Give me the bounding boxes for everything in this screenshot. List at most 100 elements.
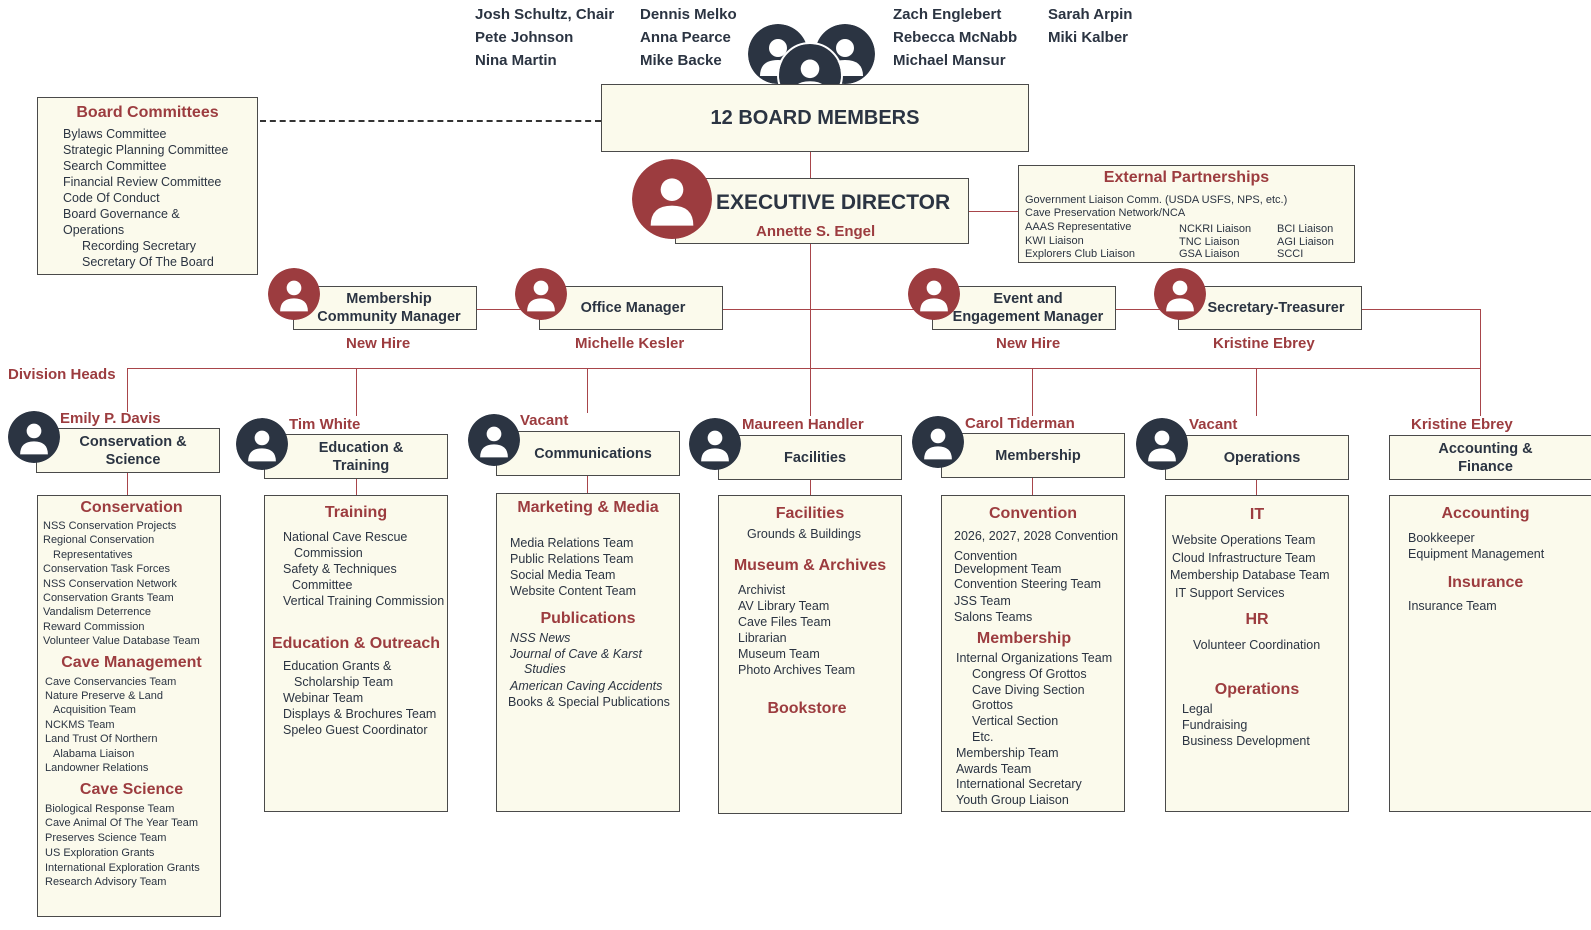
list-item: TNC Liaison bbox=[1179, 235, 1240, 248]
facilities-list: Facilities Grounds & Buildings Museum & … bbox=[718, 495, 902, 814]
list-item: Recording Secretary bbox=[82, 239, 196, 253]
staff-title: Office Manager bbox=[580, 300, 686, 316]
staff-person: New Hire bbox=[996, 335, 1061, 352]
division-heads-label: Division Heads bbox=[8, 366, 116, 383]
person-icon bbox=[236, 418, 288, 470]
division-title: Training bbox=[332, 457, 390, 474]
list-item: Cave Animal Of The Year Team bbox=[45, 817, 199, 830]
board-member-name: Rebecca McNabb bbox=[893, 29, 1018, 46]
communications-list: Marketing & Media Media Relations Team P… bbox=[496, 493, 680, 812]
board-member-name: Mike Backe bbox=[640, 52, 722, 69]
board-member-name: Pete Johnson bbox=[475, 29, 574, 46]
list-item: Etc. bbox=[972, 729, 994, 744]
list-item: NSS News bbox=[510, 631, 571, 645]
list-item: NCKRI Liaison bbox=[1179, 223, 1252, 235]
list-item: Photo Archives Team bbox=[738, 663, 856, 677]
list-item: Commission bbox=[294, 546, 363, 560]
list-item: Regional Conservation bbox=[43, 534, 155, 547]
list-item: Strategic Planning Committee bbox=[63, 143, 229, 157]
board-member-name: Miki Kalber bbox=[1048, 29, 1129, 46]
division-title: Science bbox=[105, 451, 161, 468]
list-item: Volunteer Coordination bbox=[1193, 638, 1321, 652]
list-item: 2026, 2027, 2028 Convention bbox=[954, 529, 1119, 543]
division-head-name: Vacant bbox=[1189, 416, 1238, 433]
list-item: Displays & Brochures Team bbox=[283, 707, 437, 721]
list-item: Webinar Team bbox=[283, 691, 364, 705]
board-member-name: Michael Mansur bbox=[893, 52, 1006, 69]
list-item: Acquisition Team bbox=[53, 704, 136, 717]
division-box: Conservation & Science bbox=[36, 428, 220, 473]
division-box: Facilities bbox=[718, 435, 902, 480]
list-item: Media Relations Team bbox=[510, 536, 634, 550]
person-icon bbox=[1154, 268, 1206, 320]
person-icon bbox=[632, 159, 712, 239]
list-item: Secretary Of The Board bbox=[82, 255, 214, 269]
division-head-name: Maureen Handler bbox=[742, 416, 864, 433]
person-icon bbox=[468, 414, 520, 466]
division-title: Education & bbox=[318, 439, 404, 456]
staff-box: Membership Community Manager bbox=[293, 286, 477, 330]
person-icon bbox=[908, 268, 960, 320]
list-item: Youth Group Liaison bbox=[956, 793, 1069, 808]
division-title: Communications bbox=[534, 445, 652, 462]
membership-list: Convention 2026, 2027, 2028 Convention C… bbox=[941, 495, 1125, 812]
staff-person: Kristine Ebrey bbox=[1213, 335, 1315, 352]
list-item: Education Grants & bbox=[283, 659, 392, 673]
section-heading: Insurance bbox=[1447, 574, 1524, 591]
list-item: Studies bbox=[524, 662, 566, 676]
external-partnerships-box: External Partnerships Government Liaison… bbox=[1018, 165, 1355, 263]
list-item: Cave Preservation Network/NCA bbox=[1025, 207, 1186, 219]
list-item: Scholarship Team bbox=[294, 675, 394, 689]
list-item: American Caving Accidents bbox=[510, 678, 663, 693]
list-item: Fundraising bbox=[1182, 718, 1248, 732]
list-item: Librarian bbox=[738, 631, 787, 645]
conservation-list: Conservation NSS Conservation Projects R… bbox=[37, 495, 221, 917]
list-item: Salons Teams bbox=[954, 610, 1033, 624]
section-heading: Cave Science bbox=[79, 780, 184, 798]
division-title: Operations bbox=[1223, 449, 1301, 466]
list-item: Development Team bbox=[954, 562, 1062, 576]
list-item: Board Governance & bbox=[63, 207, 180, 221]
staff-title: Secretary-Treasurer bbox=[1207, 300, 1345, 316]
section-heading: Publications bbox=[540, 610, 636, 627]
list-item: Convention Steering Team bbox=[954, 577, 1102, 591]
board-member-name: Anna Pearce bbox=[640, 29, 731, 46]
list-item: AGI Liaison bbox=[1277, 235, 1334, 248]
staff-title: Community Manager bbox=[317, 309, 461, 325]
list-item: Legal bbox=[1182, 702, 1213, 716]
list-item: Cave Diving Section bbox=[972, 682, 1085, 697]
section-heading: Bookstore bbox=[767, 700, 847, 717]
person-icon bbox=[912, 416, 964, 468]
list-item: Committee bbox=[292, 578, 353, 592]
section-heading: Marketing & Media bbox=[517, 499, 659, 516]
staff-title: Membership bbox=[346, 291, 432, 307]
list-item: BCI Liaison bbox=[1277, 223, 1334, 235]
board-member-name: Josh Schultz, Chair bbox=[475, 6, 615, 23]
board-member-name: Zach Englebert bbox=[893, 6, 1002, 23]
list-item: Operations bbox=[63, 223, 125, 237]
list-item: Business Development bbox=[1182, 734, 1310, 748]
list-item: Vertical Section bbox=[972, 714, 1059, 729]
board-member-name: Dennis Melko bbox=[640, 6, 737, 23]
partnerships-title: External Partnerships bbox=[1103, 169, 1270, 186]
section-heading: Cave Management bbox=[61, 653, 202, 671]
list-item: Museum Team bbox=[738, 647, 820, 661]
list-item: Cloud Infrastructure Team bbox=[1172, 550, 1316, 565]
section-heading: Conservation bbox=[80, 499, 183, 516]
list-item: Bookkeeper bbox=[1408, 531, 1475, 545]
executive-director-name: Annette S. Engel bbox=[756, 223, 876, 240]
list-item: Volunteer Value Database Team bbox=[43, 635, 200, 648]
list-item: Equipment Management bbox=[1408, 547, 1545, 561]
division-head-name: Vacant bbox=[520, 412, 569, 429]
list-item: National Cave Rescue bbox=[283, 530, 408, 544]
list-item: Convention bbox=[954, 549, 1018, 563]
list-item: US Exploration Grants bbox=[45, 846, 155, 859]
list-item: Conservation Grants Team bbox=[43, 592, 174, 605]
person-icon bbox=[268, 268, 320, 320]
list-item: JSS Team bbox=[954, 594, 1011, 608]
list-item: AV Library Team bbox=[738, 599, 830, 613]
list-item: Website Operations Team bbox=[1172, 533, 1316, 547]
section-heading: Museum & Archives bbox=[733, 557, 887, 574]
section-heading: IT bbox=[1249, 506, 1265, 523]
list-item: Nature Preserve & Land bbox=[45, 690, 164, 703]
